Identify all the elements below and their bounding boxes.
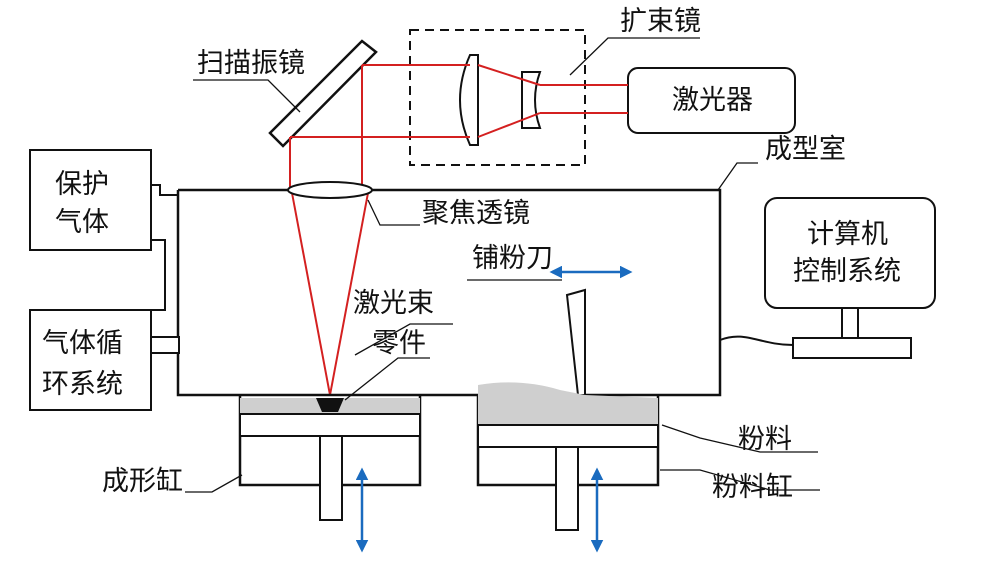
- computer-base: [792, 337, 912, 359]
- gas-circulation-port: [150, 336, 180, 354]
- label-powder: 粉料: [738, 424, 792, 455]
- label-powder-cylinder: 粉料缸: [712, 472, 793, 503]
- computer-cable: [719, 335, 794, 346]
- label-computer-1: 计算机: [807, 219, 888, 250]
- label-laser: 激光器: [672, 85, 753, 116]
- label-build-cylinder: 成形缸: [102, 466, 183, 497]
- label-computer-2: 控制系统: [793, 256, 901, 287]
- expander-convex-lens: [459, 54, 479, 146]
- focus-lens: [287, 181, 373, 199]
- recoater-blade: [565, 288, 586, 396]
- label-shield-gas-1: 保护: [55, 169, 109, 200]
- build-chamber: [176, 188, 722, 397]
- label-gas-circ-1: 气体循: [42, 328, 123, 359]
- label-scan-mirror: 扫描振镜: [197, 48, 305, 79]
- gas-return-pipe: [151, 239, 166, 311]
- label-part: 零件: [372, 328, 426, 359]
- beam-expander-box: [409, 29, 586, 166]
- computer-neck: [841, 307, 859, 339]
- part: [316, 398, 344, 412]
- label-recoater: 铺粉刀: [472, 243, 553, 274]
- label-laser-beam: 激光束: [353, 288, 434, 319]
- laser-beam-path: [289, 64, 628, 396]
- shield-gas-box: [29, 149, 152, 251]
- label-focus-lens: 聚焦透镜: [422, 198, 530, 229]
- powder-cylinder: [476, 382, 660, 531]
- computer-monitor: [764, 197, 936, 309]
- gas-circulation-box: [29, 309, 152, 411]
- label-beam-expander: 扩束镜: [620, 6, 701, 37]
- label-gas-circ-2: 环系统: [42, 369, 123, 400]
- build-cylinder: [238, 395, 422, 521]
- shield-gas-pipe: [151, 184, 178, 196]
- leader-lines: [185, 37, 820, 493]
- laser-box: [627, 67, 796, 134]
- label-shield-gas-2: 气体: [55, 207, 109, 238]
- scan-mirror: [268, 39, 378, 148]
- label-build-chamber: 成型室: [765, 134, 846, 165]
